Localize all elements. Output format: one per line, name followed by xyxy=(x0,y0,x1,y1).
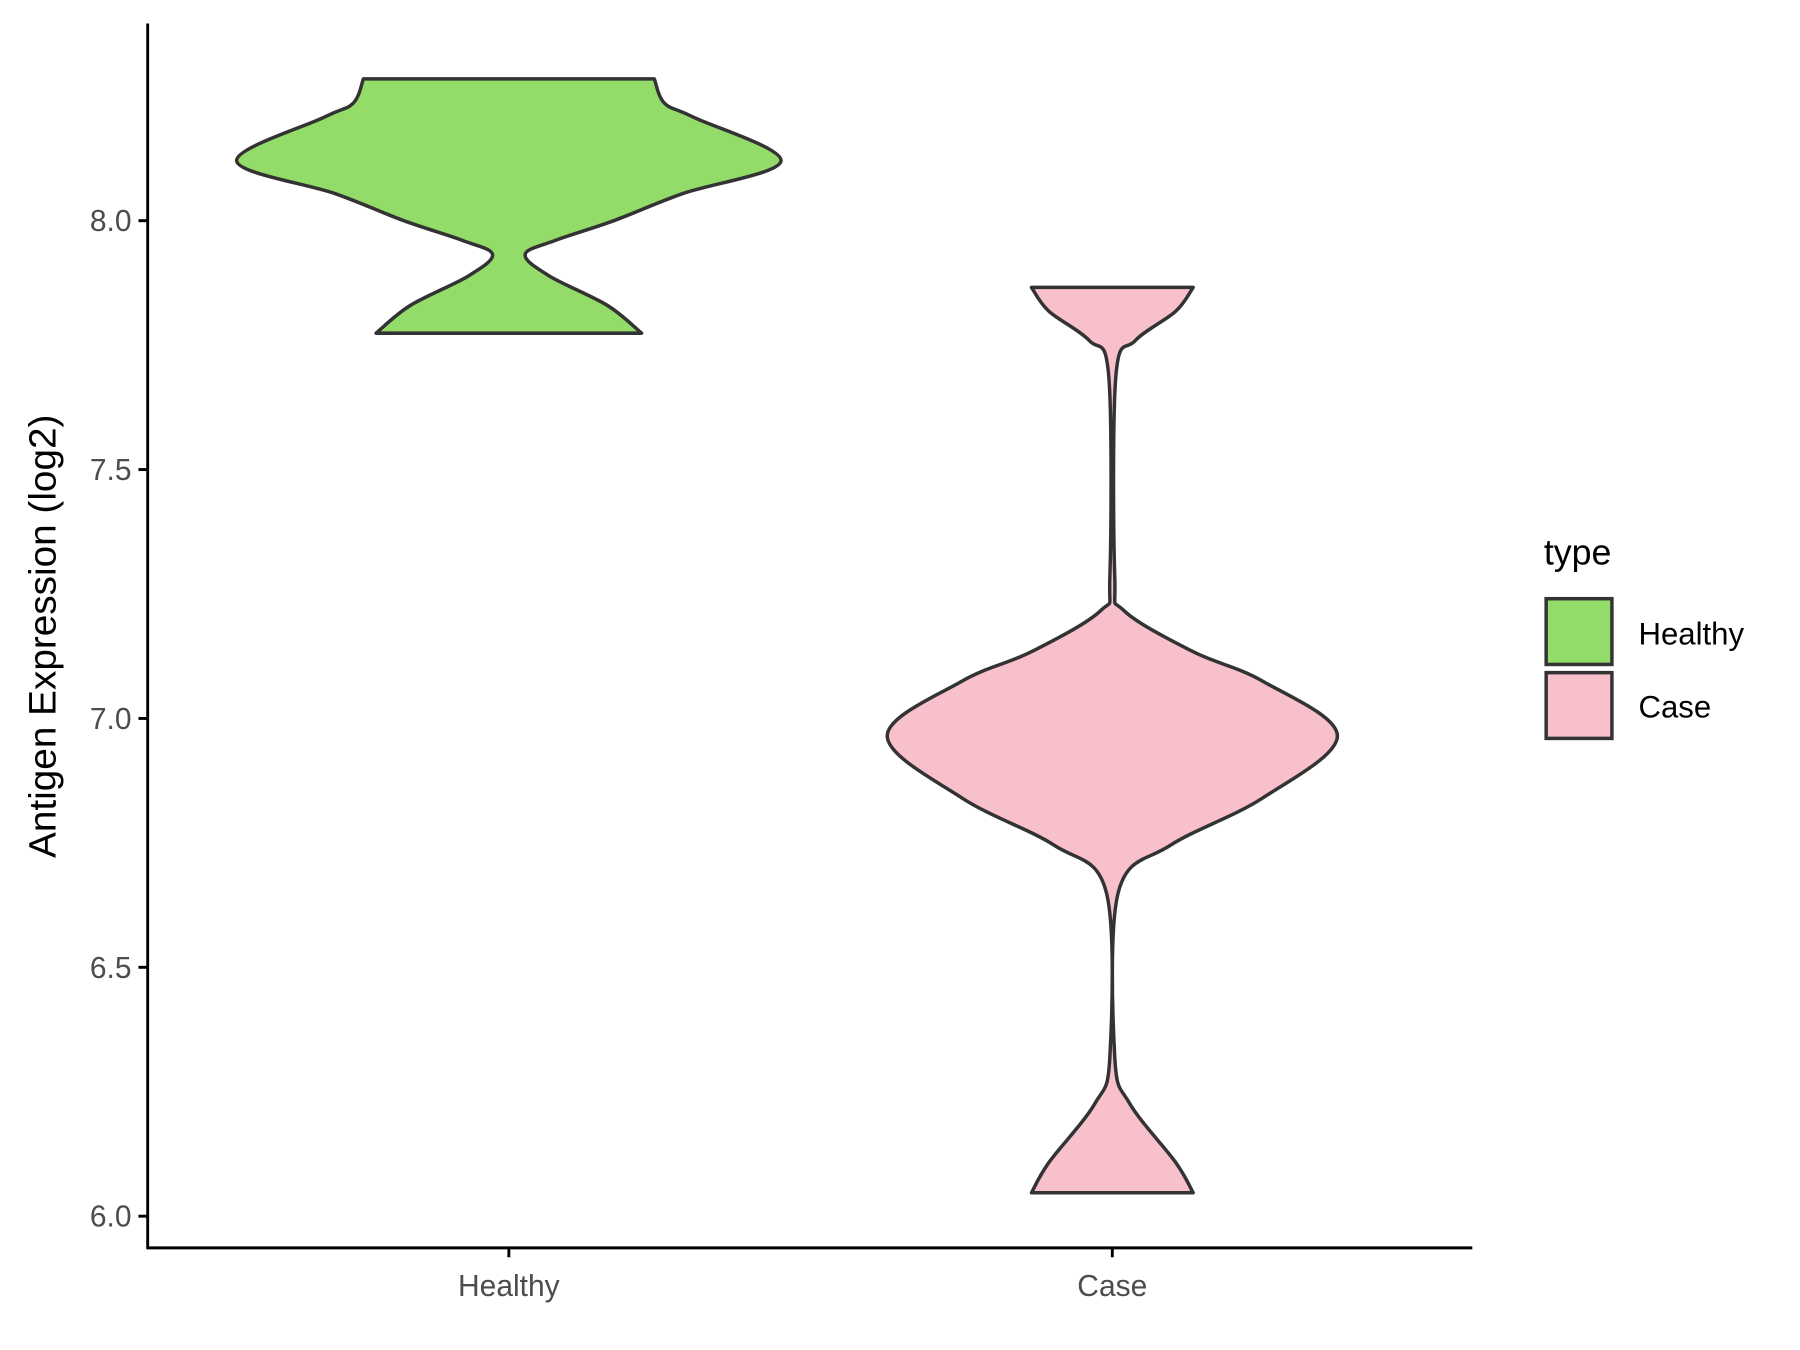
y-axis-label: Antigen Expression (log2) xyxy=(22,415,65,858)
y-tick-label: 7.0 xyxy=(90,703,132,736)
violin-healthy xyxy=(234,77,783,335)
legend: type Healthy Case xyxy=(1544,531,1744,741)
y-tick-label: 6.0 xyxy=(90,1201,132,1234)
legend-key-case xyxy=(1544,670,1614,741)
y-tick-label: 6.5 xyxy=(90,952,132,985)
y-tick-label: 7.5 xyxy=(90,454,132,487)
violins xyxy=(234,77,1340,1195)
legend-label-healthy: Healthy xyxy=(1638,616,1744,651)
x-ticks: Healthy Case xyxy=(458,1247,1147,1303)
legend-label-case: Case xyxy=(1638,689,1711,724)
x-tick-label: Healthy xyxy=(458,1270,561,1303)
x-tick-label: Case xyxy=(1077,1270,1147,1303)
legend-key-healthy xyxy=(1544,596,1614,667)
legend-title: type xyxy=(1544,531,1612,572)
violin-case xyxy=(885,285,1340,1195)
y-tick-label: 8.0 xyxy=(90,205,132,238)
y-ticks: 6.0 6.5 7.0 7.5 8.0 xyxy=(90,205,148,1234)
